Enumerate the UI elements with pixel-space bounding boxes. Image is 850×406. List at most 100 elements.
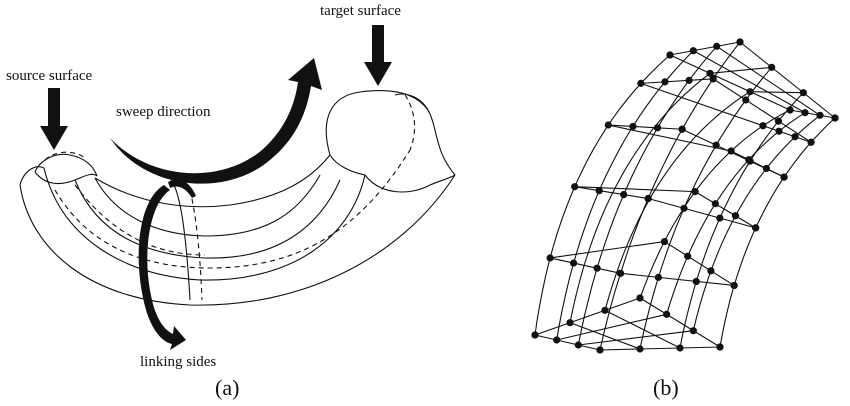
mesh-layer-edge — [669, 54, 791, 111]
mesh-node — [707, 267, 715, 275]
mesh-layer-edge — [669, 41, 741, 56]
mesh-node — [689, 327, 697, 335]
mesh-node — [596, 346, 604, 354]
mesh-layer-edge — [574, 186, 649, 200]
mesh-node — [593, 264, 601, 272]
mesh-node — [711, 200, 719, 208]
mesh-node — [601, 306, 609, 314]
mesh-layer-edge — [599, 346, 721, 351]
mesh-sweep-edge — [639, 66, 773, 350]
mesh-layer-edge — [534, 297, 641, 336]
mesh-node — [730, 281, 738, 290]
mesh-layer-edge — [534, 334, 601, 351]
mesh-node — [706, 69, 714, 77]
panel-b-caption: (b) — [653, 375, 679, 400]
source-surface-arrow — [40, 88, 68, 150]
linking-sides-arrow — [138, 179, 196, 350]
mesh-node — [692, 277, 700, 286]
mesh-node — [727, 147, 735, 155]
mesh-layer-edge — [712, 78, 812, 143]
mesh-layer-edge — [730, 150, 785, 178]
mesh-node — [786, 106, 794, 114]
mesh-node — [676, 344, 684, 352]
mesh-node — [636, 294, 644, 302]
mesh-node — [620, 190, 628, 199]
mesh-layer-edge — [762, 125, 812, 143]
mesh-sweep-edge — [599, 41, 741, 351]
mesh-node — [553, 336, 561, 344]
mesh-sweep-edge — [569, 72, 711, 323]
mesh-node — [807, 138, 815, 146]
mesh-node — [653, 124, 662, 132]
mesh-node — [709, 75, 717, 83]
mesh-node — [742, 96, 750, 104]
mesh-layer-edge — [549, 257, 621, 274]
mesh-node — [712, 141, 720, 149]
mesh-node — [746, 88, 754, 96]
mesh-node — [637, 79, 645, 87]
linking-sides-label: linking sides — [140, 354, 216, 370]
mesh-node — [731, 212, 740, 220]
hexahedral-mesh — [531, 38, 839, 354]
mesh-layer-edge — [789, 109, 836, 119]
mesh-layer-edge — [694, 191, 756, 229]
mesh-node — [762, 164, 771, 173]
mesh-layer-edge — [639, 297, 721, 348]
mesh-node — [566, 319, 574, 327]
mesh-node — [616, 269, 625, 277]
mesh-sweep-edge — [556, 50, 694, 341]
mesh-node — [716, 214, 724, 222]
mesh-layer-edge — [716, 45, 821, 116]
mesh-node — [663, 310, 671, 318]
mesh-layer-edge — [556, 313, 667, 341]
mesh-node — [685, 76, 693, 84]
panel-a: source surface target surface sweep dire… — [6, 3, 456, 400]
mesh-node — [831, 114, 839, 122]
mesh-layer-edge — [604, 309, 681, 349]
mesh-node — [644, 194, 652, 203]
mesh-node — [736, 38, 744, 46]
mesh-node — [759, 122, 767, 130]
mesh-node — [775, 127, 783, 135]
mesh-layer-edge — [739, 41, 836, 119]
mesh-sweep-edge — [604, 91, 751, 311]
mesh-node — [684, 252, 692, 260]
mesh-node — [595, 187, 603, 195]
mesh-layer-edge — [664, 241, 735, 286]
sweep-direction-arrow — [110, 58, 322, 184]
mesh-sweep-edge — [719, 117, 836, 348]
mesh-layer-edge — [620, 272, 735, 287]
mesh-node — [666, 51, 674, 59]
sweep-direction-label: sweep direction — [116, 104, 211, 120]
mesh-layer-edge — [640, 78, 714, 84]
mesh-node — [546, 254, 554, 262]
mesh-node — [801, 109, 809, 117]
panel-b: (b) — [531, 38, 839, 400]
mesh-layer-edge — [693, 50, 806, 114]
mesh-node — [636, 345, 644, 353]
mesh-node — [571, 183, 579, 191]
mesh-node — [746, 157, 754, 165]
target-surface-arrow — [364, 25, 392, 86]
mesh-node — [691, 188, 699, 196]
mesh-layer-edge — [640, 82, 764, 127]
mesh-node — [791, 133, 799, 141]
mesh-node — [680, 204, 688, 212]
mesh-node — [661, 78, 669, 86]
mesh-node — [629, 122, 637, 131]
mesh-node — [768, 63, 776, 71]
mesh-node — [713, 42, 721, 50]
target-surface-label: target surface — [320, 3, 401, 19]
mesh-layer-edge — [550, 240, 665, 259]
mesh-layer-edge — [608, 124, 683, 130]
mesh-sweep-edge — [534, 54, 671, 336]
mesh-sweep-edge — [666, 112, 806, 315]
mesh-layer-edge — [578, 330, 694, 346]
mesh-node — [574, 341, 582, 349]
panel-a-caption: (a) — [215, 375, 239, 400]
source-surface-label: source surface — [6, 68, 93, 84]
mesh-node — [716, 343, 724, 351]
mesh-node — [689, 47, 697, 55]
mesh-node — [780, 173, 788, 181]
mesh-node — [569, 259, 578, 267]
